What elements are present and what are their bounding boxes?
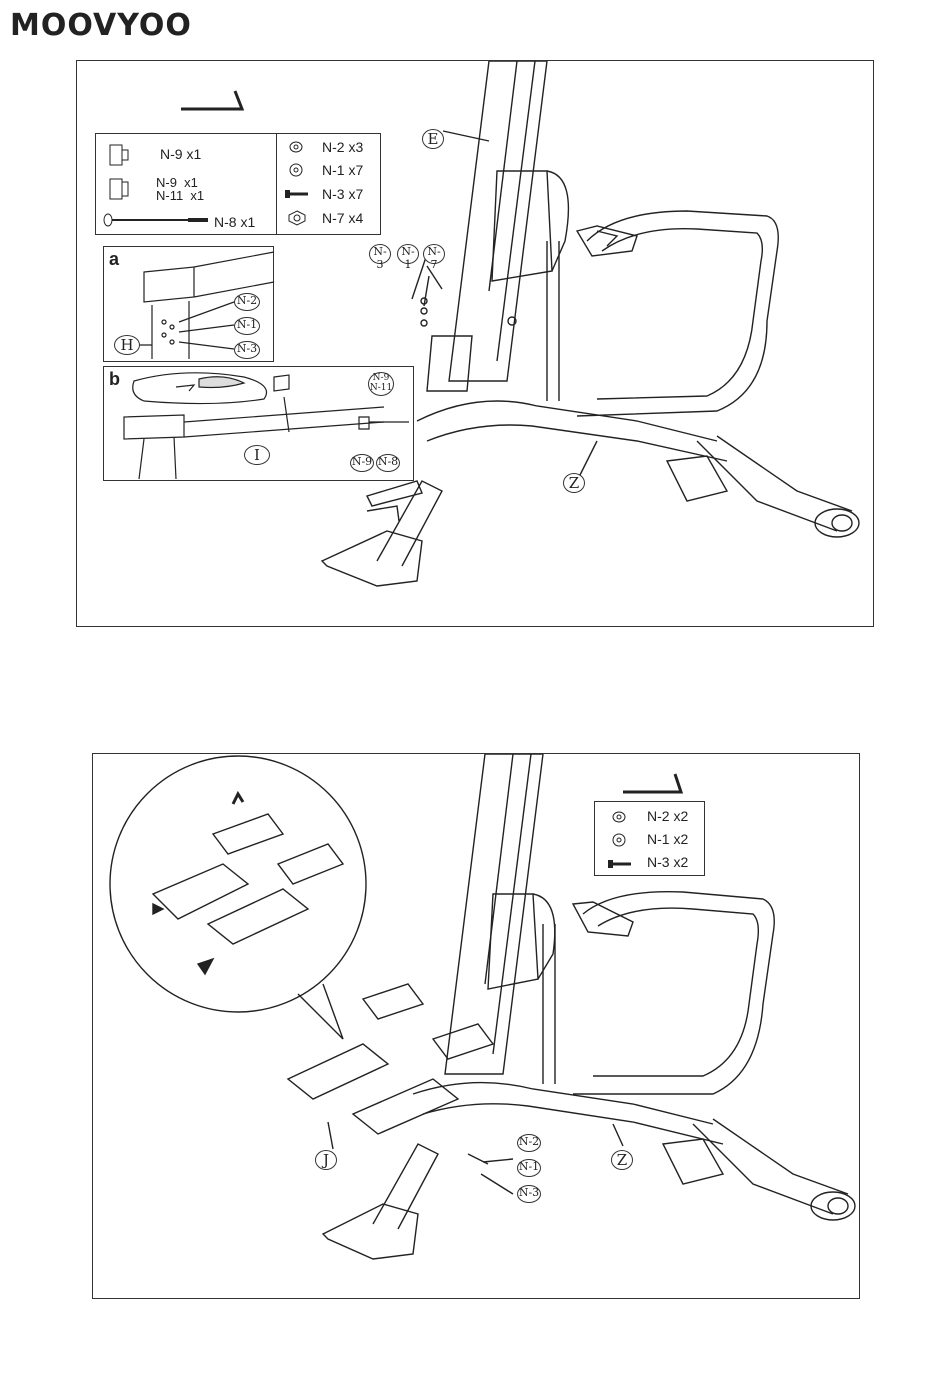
spring-washer-icon bbox=[288, 140, 304, 159]
part-label-n8: N-8 x1 bbox=[214, 214, 255, 230]
part-label-n3: N-3 x2 bbox=[647, 854, 688, 870]
allen-key-icon bbox=[181, 91, 242, 109]
hardware-label-n1: N-1 bbox=[397, 244, 419, 264]
part-label-n9: N-9 x1 bbox=[160, 146, 201, 162]
hardware-label-n7: N-7 bbox=[423, 244, 445, 264]
hardware-label-n3: N-3 bbox=[234, 341, 260, 359]
step2-parts-box: N-2 x2 N-1 x2 N-3 x2 bbox=[594, 801, 705, 876]
bolt-nut-icon bbox=[108, 142, 130, 168]
hardware-label-n2: N-2 bbox=[234, 293, 260, 311]
hardware-label-n3: N-3 bbox=[369, 244, 391, 264]
part-label-n1: N-1 x2 bbox=[647, 831, 688, 847]
part-label-j: J bbox=[315, 1150, 337, 1170]
long-bolt-icon bbox=[102, 212, 212, 228]
part-label-e: E bbox=[422, 129, 444, 149]
part-label-n2: N-2 x2 bbox=[647, 808, 688, 824]
step1-parts-box: N-9 x1 N-9 x1 N-11 x1 N-8 x1 N-2 x3 N-1 … bbox=[95, 133, 381, 235]
part-label-n7: N-7 x4 bbox=[322, 210, 363, 226]
parts-row bbox=[108, 142, 130, 168]
hardware-label-n9: N-9 bbox=[350, 454, 374, 472]
bolt-nut-cap-icon bbox=[108, 176, 130, 202]
brand-logo: MOOVYOO bbox=[10, 8, 192, 43]
part-label-z: Z bbox=[611, 1150, 633, 1170]
hardware-label-n2: N-2 bbox=[517, 1134, 541, 1152]
hardware-label-n1: N-1 bbox=[234, 317, 260, 335]
step2-machine-illustration bbox=[93, 754, 861, 1300]
part-label-n3: N-3 x7 bbox=[322, 186, 363, 202]
part-label-n9-n11: N-9 x1 N-11 x1 bbox=[156, 176, 204, 202]
callout-b: b N-9 N-11 N-9 N-8 I bbox=[103, 366, 414, 481]
part-label-i: I bbox=[244, 445, 270, 465]
screw-icon bbox=[607, 857, 633, 875]
spring-washer-icon bbox=[611, 810, 627, 829]
hardware-label-n8: N-8 bbox=[376, 454, 400, 472]
step1-panel: N-9 x1 N-9 x1 N-11 x1 N-8 x1 N-2 x3 N-1 … bbox=[76, 60, 874, 627]
part-label-n2: N-2 x3 bbox=[322, 139, 363, 155]
parts-row bbox=[108, 176, 130, 202]
hardware-label-n9-n11: N-9 N-11 bbox=[368, 372, 394, 396]
step2-panel: N-2 x2 N-1 x2 N-3 x2 J Z N-2 N-1 N-3 bbox=[92, 753, 860, 1299]
part-label-h: H bbox=[114, 335, 140, 355]
callout-a: a N-2 N-1 N-3 H bbox=[103, 246, 274, 362]
parts-divider bbox=[276, 134, 277, 234]
parts-row bbox=[102, 212, 212, 228]
part-label-n1: N-1 x7 bbox=[322, 162, 363, 178]
flat-washer-icon bbox=[611, 833, 627, 852]
hardware-label-n1: N-1 bbox=[517, 1159, 541, 1177]
screw-icon bbox=[284, 187, 310, 205]
nut-icon bbox=[288, 210, 306, 231]
part-label-z: Z bbox=[563, 473, 585, 493]
hardware-label-n3: N-3 bbox=[517, 1185, 541, 1203]
flat-washer-icon bbox=[288, 163, 304, 182]
allen-key-icon bbox=[623, 774, 681, 792]
